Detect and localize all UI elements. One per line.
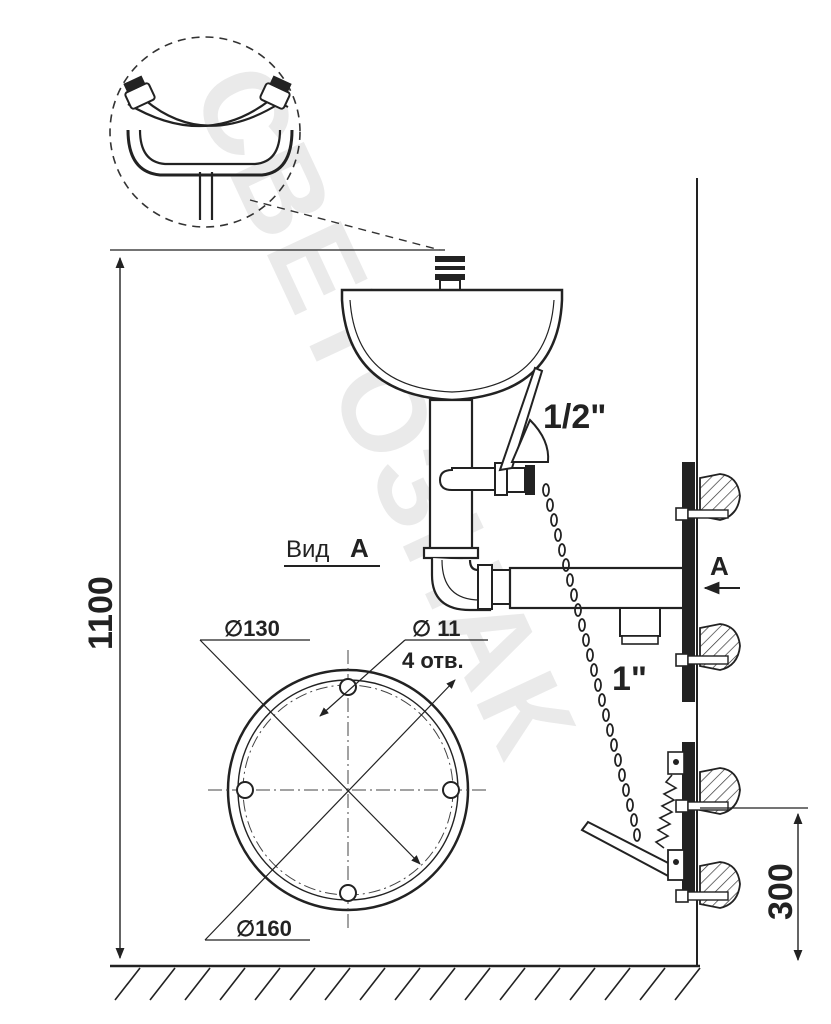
valve-lever [498, 366, 550, 472]
lower-wall-bracket [667, 742, 741, 909]
floor-hatching [110, 964, 701, 1001]
return-spring [654, 774, 678, 849]
dia-130-label: ∅130 [224, 616, 280, 641]
dia-160-label: ∅160 [236, 916, 292, 941]
view-label-letter: А [350, 533, 369, 563]
view-label: Вид [286, 536, 329, 563]
nozzle-head [432, 256, 468, 291]
watermark-text: СВЕТОЗНАК [166, 45, 600, 775]
height-total-label: 1100 [82, 576, 120, 650]
dia-11-label: ∅ 11 [412, 616, 461, 641]
height-pedal-label: 300 [762, 863, 800, 920]
holes-label: 4 отв. [402, 648, 464, 673]
pipe-one-inch-label: 1" [612, 660, 647, 698]
upper-wall-bracket [675, 462, 741, 702]
pull-chain [542, 483, 641, 842]
foot-pedal [580, 820, 685, 881]
flange-view-a [199, 639, 488, 941]
view-arrow-letter: А [710, 551, 729, 581]
supply-pipe-one-inch [477, 564, 690, 645]
pipe-half-inch-label: 1/2" [543, 398, 606, 436]
detail-leader [249, 199, 441, 251]
height-dimension-1100 [110, 249, 445, 960]
height-dimension-300 [700, 807, 808, 962]
detail-view-nozzles [109, 36, 301, 228]
valve-pipe-half-inch [438, 462, 535, 496]
